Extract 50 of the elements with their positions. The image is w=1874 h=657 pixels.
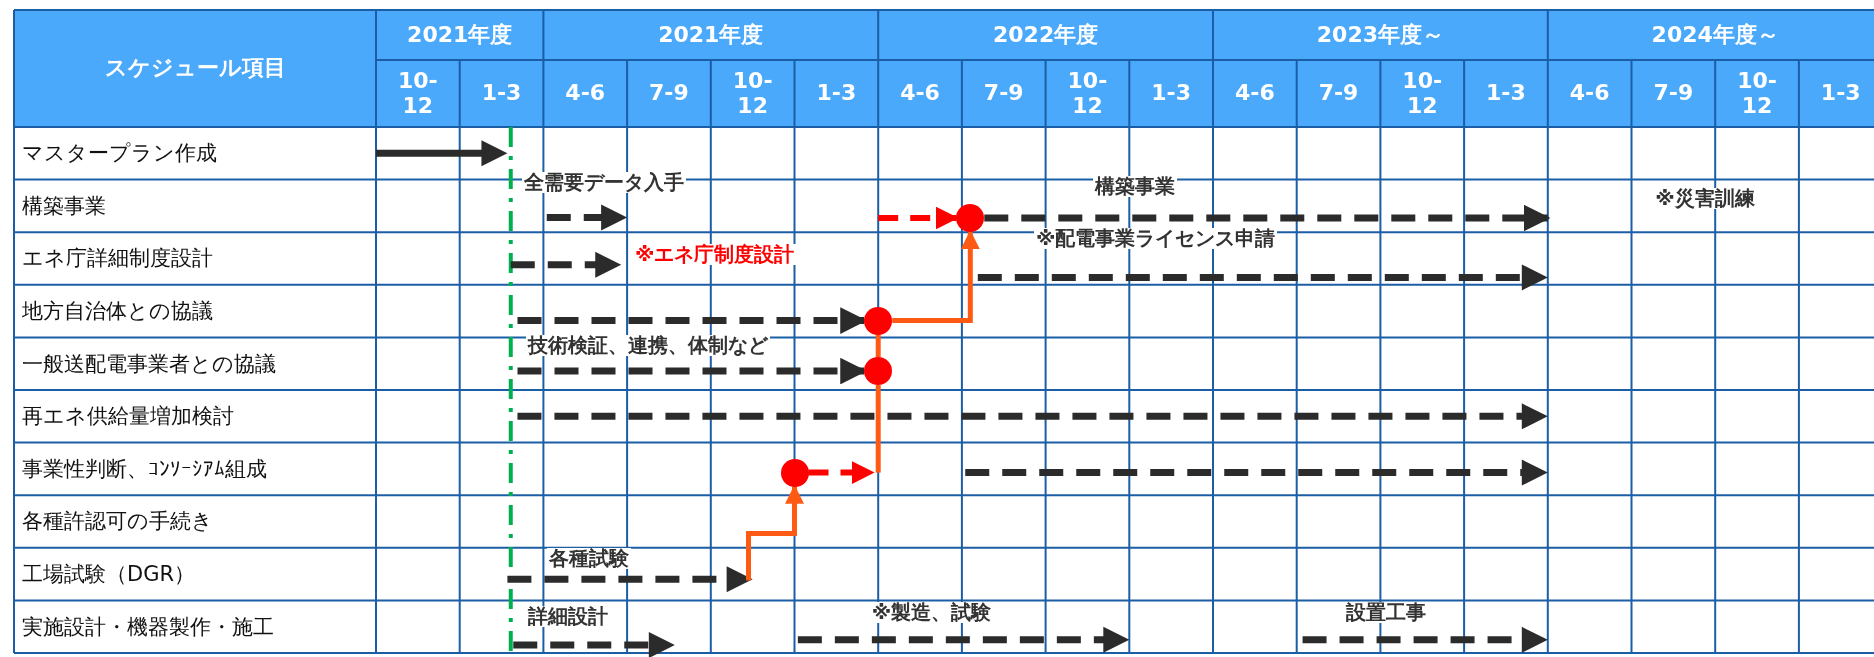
quarter-header: 4-6: [565, 81, 606, 106]
quarter-header: 1-3: [1820, 81, 1861, 106]
quarter-header: 10-12: [1401, 69, 1444, 118]
bar-label: 全需要データ入手: [521, 171, 686, 193]
year-header: 2021年度: [407, 22, 513, 48]
milestone-circle: [864, 357, 893, 386]
milestone-circle: [956, 204, 985, 232]
year-header: 2021年度: [658, 22, 764, 48]
bar-label: 設置工事: [1344, 602, 1429, 624]
bar-label: ※災害訓練: [1653, 187, 1757, 209]
bar-label: 詳細設計: [525, 606, 610, 628]
bar-label: 構築事業: [1093, 175, 1178, 197]
quarter-header: 1-3: [816, 81, 857, 106]
row-label: 工場試験（DGR）: [22, 561, 196, 589]
quarter-header: 10-12: [1066, 69, 1109, 118]
row-label: 構築事業: [22, 192, 106, 220]
quarter-header: 10-12: [731, 69, 774, 118]
year-header: 2024年度～: [1651, 22, 1779, 48]
row-label: 実施設計・機器製作・施工: [22, 613, 274, 641]
quarter-header: 4-6: [1234, 81, 1275, 106]
quarter-header: 4-6: [1569, 81, 1610, 106]
quarter-header: 7-9: [1318, 81, 1359, 106]
quarter-header: 1-3: [1151, 81, 1191, 106]
row-label: 事業性判断、ｺﾝｿｰｼｱﾑ組成: [22, 455, 267, 483]
arrow: [892, 230, 980, 324]
row-label: 再エネ供給量増加検討: [22, 403, 234, 431]
quarter-header: 7-9: [649, 81, 689, 106]
row-label: エネ庁詳細制度設計: [22, 245, 213, 273]
quarter-header: 1-3: [481, 81, 522, 106]
bar-label: 技術検証、連携、体制など: [525, 335, 770, 357]
quarter-header: 7-9: [1653, 81, 1694, 106]
quarter-header: 4-6: [900, 81, 940, 106]
milestone-circle: [864, 306, 893, 335]
year-header: 2023年度～: [1316, 22, 1444, 48]
quarter-header: 1-3: [1486, 81, 1526, 106]
arrow: [984, 204, 1551, 232]
row-label: 一般送配電事業者との協議: [22, 350, 276, 378]
quarter-header: 10-12: [1736, 69, 1778, 118]
bar-label: ※配電事業ライセンス申請: [1033, 228, 1278, 250]
quarter-header: 10-12: [396, 69, 439, 118]
arrow: [746, 484, 804, 581]
milestone-circle: [780, 458, 809, 487]
row-label: 各種許認可の手続き: [22, 508, 213, 536]
bar-label: 各種試験: [546, 547, 631, 569]
column-header: スケジュール項目: [104, 56, 286, 81]
quarter-header: 7-9: [983, 81, 1024, 106]
year-header: 2022年度: [992, 22, 1099, 48]
arrow: [808, 461, 875, 484]
row-label: マスタープラン作成: [22, 140, 217, 168]
row-label: 地方自治体との協議: [22, 298, 213, 326]
